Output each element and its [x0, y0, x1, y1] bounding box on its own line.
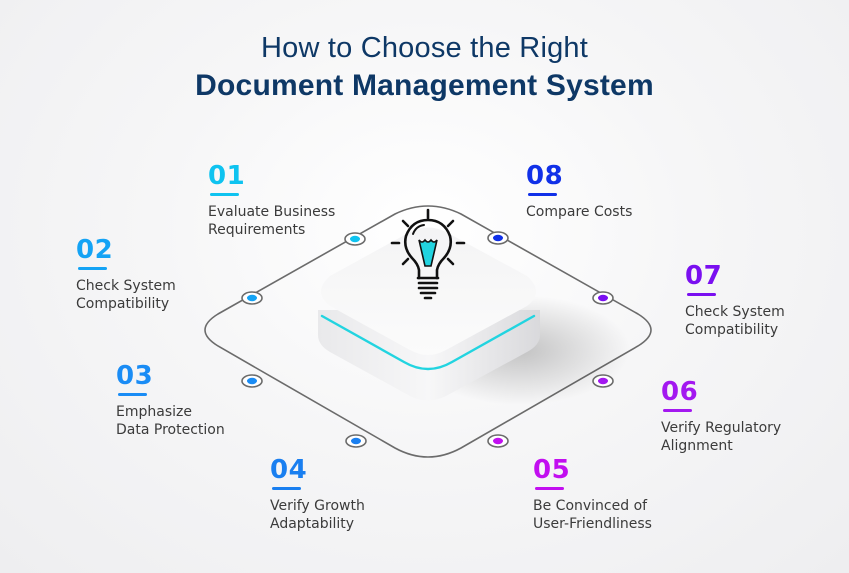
step-05: 05 Be Convinced of User-Friendliness: [533, 456, 652, 533]
step-number: 01: [208, 161, 246, 191]
node-06: [592, 374, 614, 388]
step-number: 03: [116, 361, 154, 391]
step-03: 03 Emphasize Data Protection: [116, 362, 225, 439]
step-underline: [663, 409, 692, 412]
step-underline: [272, 487, 301, 490]
step-underline: [78, 267, 107, 270]
step-underline: [687, 293, 716, 296]
step-07: 07 Check System Compatibility: [685, 262, 785, 339]
step-number: 08: [526, 161, 564, 191]
step-number: 02: [76, 235, 114, 265]
step-underline: [210, 193, 239, 196]
node-08: [487, 231, 509, 245]
step-underline: [528, 193, 557, 196]
platform-top: [321, 227, 536, 355]
node-05: [487, 434, 509, 448]
step-label: Check System Compatibility: [76, 278, 176, 312]
step-08: 08 Compare Costs: [526, 162, 632, 221]
step-number: 05: [533, 455, 571, 485]
node-02: [241, 291, 263, 305]
node-03: [241, 374, 263, 388]
step-label: Be Convinced of User-Friendliness: [533, 498, 652, 532]
step-label: Evaluate Business Requirements: [208, 204, 336, 238]
page-title: How to Choose the Right Document Managem…: [0, 30, 849, 106]
step-04: 04 Verify Growth Adaptability: [270, 456, 365, 533]
step-label: Emphasize Data Protection: [116, 404, 225, 438]
title-line-1: How to Choose the Right: [261, 32, 588, 64]
node-04: [345, 434, 367, 448]
step-02: 02 Check System Compatibility: [76, 236, 176, 313]
step-underline: [118, 393, 147, 396]
step-number: 04: [270, 455, 308, 485]
diamond-outline: [204, 205, 652, 458]
platform-glow-edge: [320, 314, 536, 371]
platform-side: [318, 310, 540, 401]
step-label: Verify Growth Adaptability: [270, 498, 365, 532]
step-number: 06: [661, 377, 699, 407]
step-number: 07: [685, 261, 723, 291]
node-07: [592, 291, 614, 305]
lightbulb-icon: [390, 208, 466, 300]
step-underline: [535, 487, 564, 490]
title-line-2: Document Management System: [195, 69, 654, 102]
step-06: 06 Verify Regulatory Alignment: [661, 378, 781, 455]
step-label: Check System Compatibility: [685, 304, 785, 338]
step-label: Verify Regulatory Alignment: [661, 420, 782, 454]
step-label: Compare Costs: [526, 204, 633, 220]
step-01: 01 Evaluate Business Requirements: [208, 162, 335, 239]
node-01: [344, 232, 366, 246]
